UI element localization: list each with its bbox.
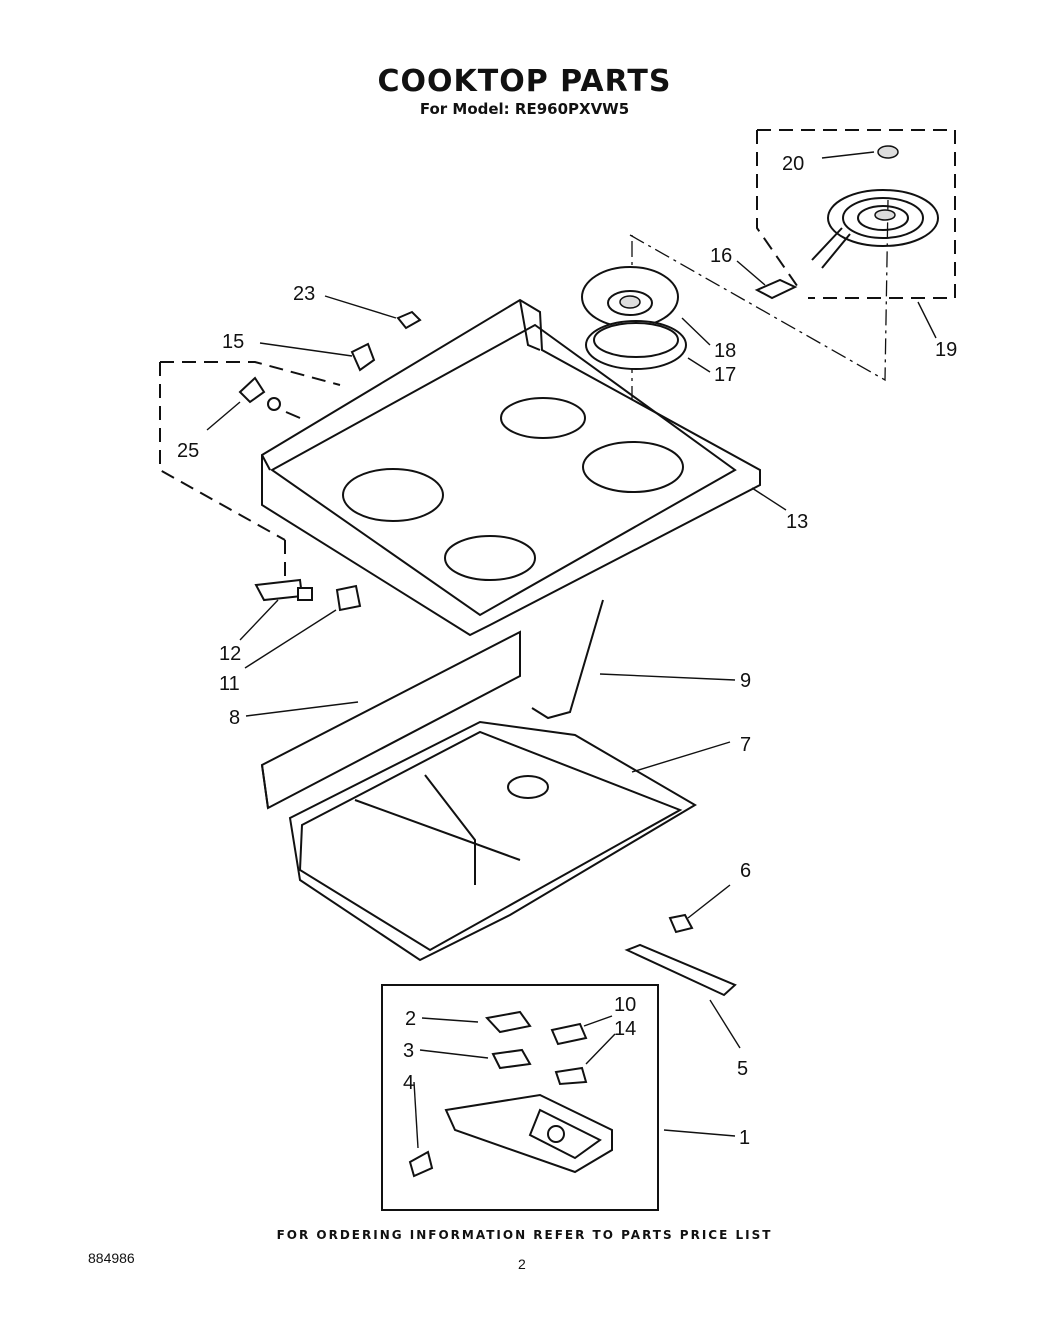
plate-14 [554, 1066, 588, 1086]
callout-5: 5 [737, 1058, 748, 1080]
plate-4 [408, 1150, 434, 1178]
ordering-note: FOR ORDERING INFORMATION REFER TO PARTS … [276, 1228, 773, 1242]
callout-12: 12 [219, 643, 241, 665]
callout-7: 7 [740, 734, 751, 756]
callout-6: 6 [740, 860, 751, 882]
callout-23: 23 [293, 283, 315, 305]
support-rod [531, 599, 604, 720]
callout-18: 18 [714, 340, 736, 362]
cooktop-panel [261, 298, 761, 637]
trim-ring [585, 320, 687, 370]
burner-box [288, 720, 697, 962]
control-assembly [444, 1093, 613, 1174]
callout-19: 19 [935, 339, 957, 361]
callout-20: 20 [782, 153, 804, 175]
element-group-boundary [756, 129, 956, 299]
heat-shield [624, 943, 737, 997]
page-title: COOKTOP PARTS [377, 64, 672, 99]
callout-1: 1 [739, 1127, 750, 1149]
hinge-screw-25 [238, 376, 301, 419]
callout-11: 11 [219, 673, 240, 695]
drip-bowl [581, 266, 679, 328]
callout-3: 3 [403, 1040, 414, 1062]
callout-4: 4 [403, 1072, 414, 1094]
callout-16: 16 [710, 245, 732, 267]
callout-2: 2 [405, 1008, 416, 1030]
callout-10: 10 [614, 994, 636, 1016]
leader-lines [206, 151, 937, 1149]
page-number: 2 [518, 1256, 526, 1272]
surface-element [811, 189, 939, 269]
callout-25: 25 [177, 440, 199, 462]
document-number: 884986 [88, 1250, 135, 1266]
switch-2 [485, 1010, 532, 1034]
callout-14: 14 [614, 1018, 636, 1040]
clip-23 [396, 310, 422, 330]
control-group-boundary [381, 984, 659, 1211]
terminal-block-12 [254, 578, 313, 602]
callout-8: 8 [229, 707, 240, 729]
switch-10 [550, 1022, 588, 1046]
plate-3 [491, 1048, 532, 1070]
front-channel [260, 630, 521, 810]
model-subtitle: For Model: RE960PXVW5 [419, 100, 630, 118]
bracket-15 [350, 342, 376, 372]
element-receptacle [754, 278, 798, 300]
part-6 [668, 913, 694, 934]
callout-13: 13 [786, 511, 808, 533]
grommet-11 [335, 584, 362, 612]
callout-17: 17 [714, 364, 736, 386]
callout-15: 15 [222, 331, 244, 353]
element-cap [877, 145, 899, 159]
callout-9: 9 [740, 670, 751, 692]
